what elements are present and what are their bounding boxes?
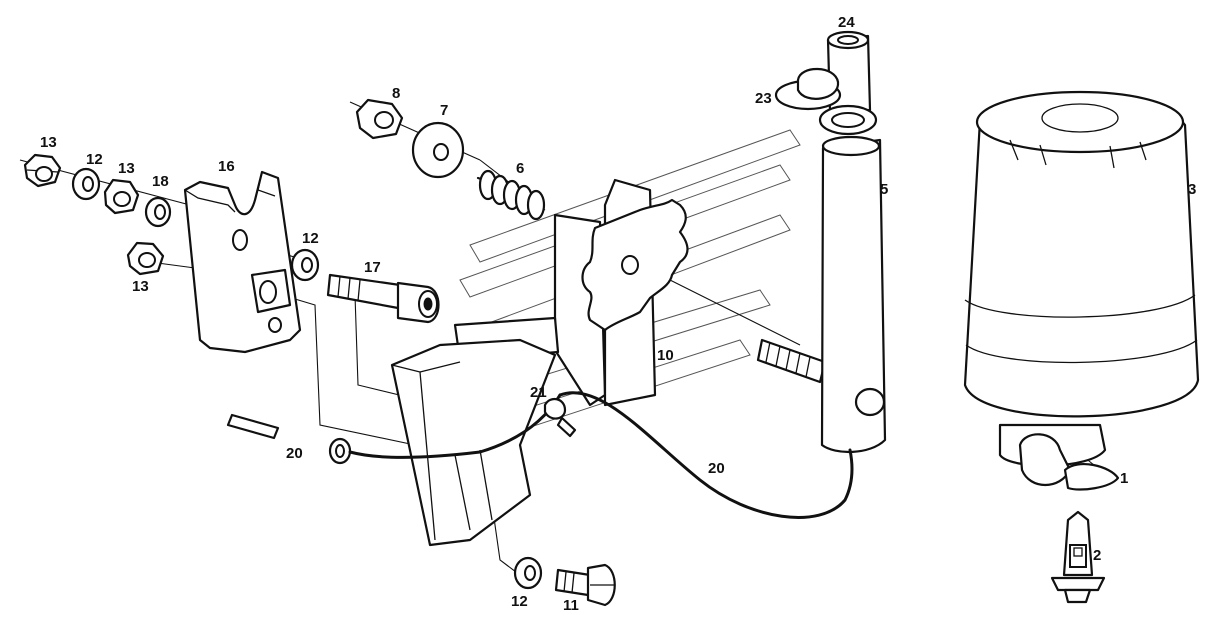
callout-11: 11	[563, 597, 579, 614]
callout-13-far: 13	[40, 134, 57, 151]
threaded-stud	[756, 338, 827, 384]
callout-2: 2	[1093, 547, 1101, 564]
washer-12-mid	[290, 248, 320, 282]
nut-13-mid	[103, 178, 140, 215]
callout-20-right: 20	[708, 460, 725, 477]
callout-20-left: 20	[286, 445, 303, 462]
callout-18: 18	[152, 173, 169, 190]
callout-5: 5	[880, 181, 888, 198]
callout-3: 3	[1188, 181, 1196, 198]
plug-cap-23	[774, 67, 878, 136]
nut-13-low	[126, 241, 165, 276]
nut-8	[355, 98, 404, 140]
bulb-2	[1050, 510, 1106, 604]
wire-20-right	[478, 391, 854, 519]
callout-16: 16	[218, 158, 235, 175]
callout-10: 10	[657, 347, 674, 364]
mast-tube-5	[820, 135, 887, 454]
wire-20-left	[226, 413, 482, 465]
callout-7: 7	[440, 102, 448, 119]
washer-12-left	[71, 167, 101, 201]
washer-7	[411, 121, 465, 179]
beacon-dome-3	[963, 90, 1200, 418]
callout-labels: 1 2 3 5 6 7 8 10 11 12 12 12 13 13 13 16…	[40, 14, 1196, 614]
callout-1: 1	[1120, 470, 1128, 487]
callout-24: 24	[838, 14, 855, 31]
spacer-18	[144, 196, 172, 228]
bolt-11	[554, 563, 616, 607]
bracket-10	[390, 178, 689, 547]
bolt-17	[326, 273, 440, 324]
nut-13-left	[23, 153, 62, 188]
callout-12-mid: 12	[302, 230, 319, 247]
callout-8: 8	[392, 85, 400, 102]
callout-23: 23	[755, 90, 772, 107]
beacon-base-1	[998, 423, 1120, 491]
callout-6: 6	[516, 160, 524, 177]
washer-12-bottom	[513, 556, 543, 590]
clip-21	[543, 397, 577, 438]
callout-12-bottom: 12	[511, 593, 528, 610]
spring-6	[476, 169, 546, 221]
callout-17: 17	[364, 259, 381, 276]
callout-13-low: 13	[132, 278, 149, 295]
mount-plate-16	[183, 170, 302, 354]
callout-12-left: 12	[86, 151, 103, 168]
callout-13-mid: 13	[118, 160, 135, 177]
callout-21: 21	[530, 384, 547, 401]
